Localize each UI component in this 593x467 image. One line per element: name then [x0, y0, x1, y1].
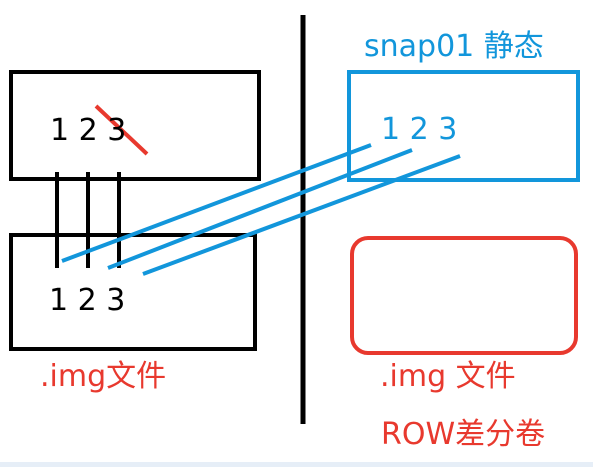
left-bottom-digits: 1 2 3: [49, 283, 126, 318]
mapping-line-3: [142, 154, 461, 276]
right-top-digits: 1 2 3: [381, 112, 458, 147]
left-top-box: [9, 70, 261, 181]
left-bottom-box: [9, 233, 257, 351]
mapping-line-2: [107, 148, 413, 270]
left-img-label: .img文件: [40, 359, 167, 394]
right-top-box: [347, 70, 580, 182]
mapping-line-1: [61, 143, 372, 263]
strike-mark: [94, 104, 149, 156]
right-red-box: [350, 236, 578, 355]
right-img-label: .img 文件: [380, 359, 516, 394]
bottom-strip: [0, 462, 593, 467]
row-diff-volume-label: ROW差分卷: [381, 417, 546, 452]
snap-title: snap01 静态: [364, 29, 544, 64]
left-top-digits: 1 2 3: [50, 113, 127, 148]
